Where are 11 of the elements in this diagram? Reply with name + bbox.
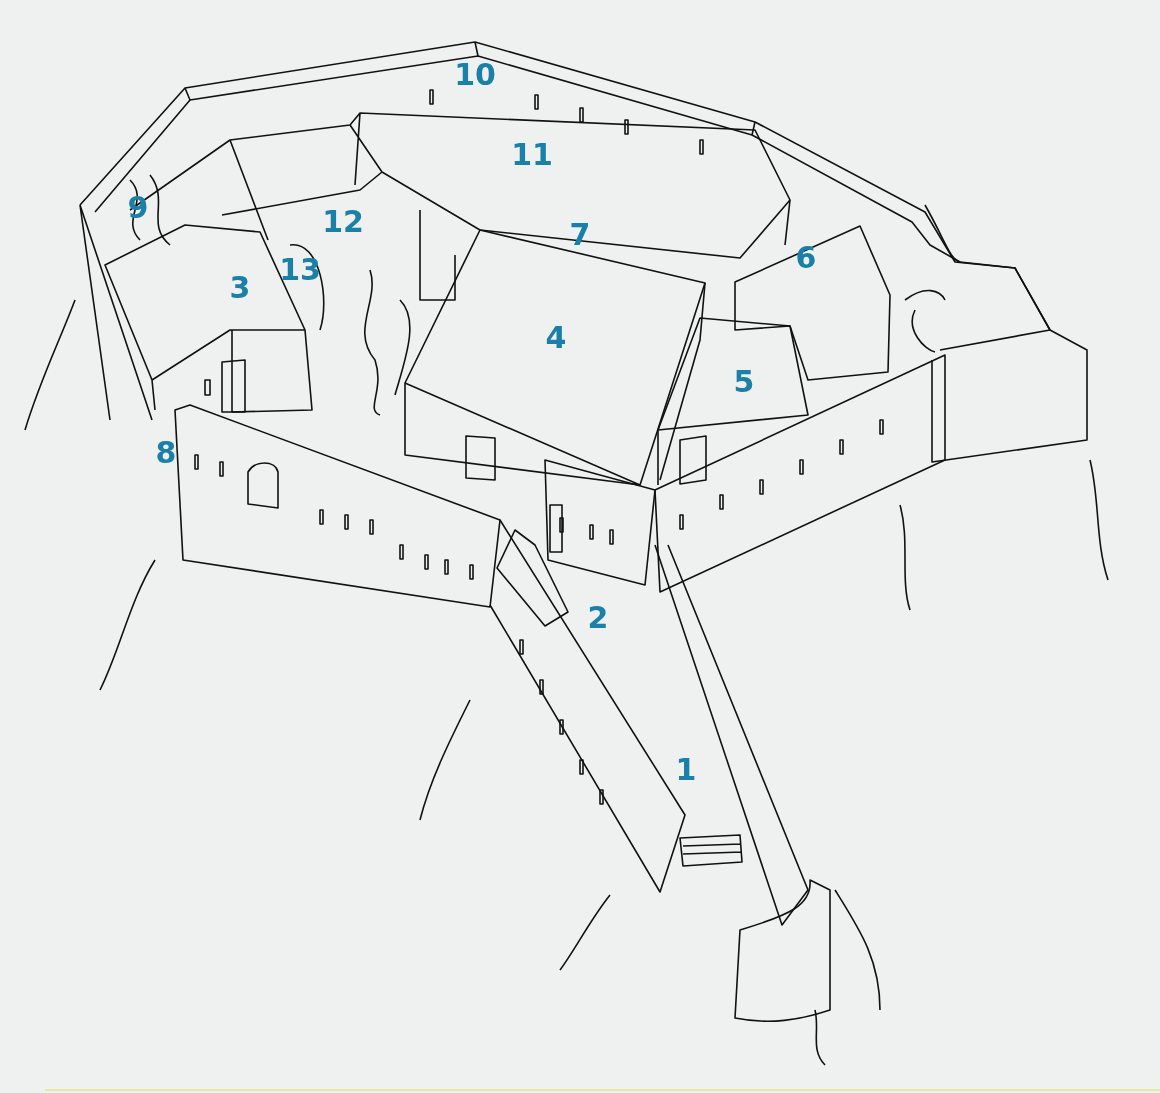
callout-number: 8 — [155, 437, 177, 469]
callout-number: 3 — [229, 272, 251, 304]
callout-number: 10 — [454, 59, 496, 91]
callout-number: 13 — [279, 254, 321, 286]
callout-number: 5 — [733, 366, 755, 398]
callout-number: 6 — [795, 242, 817, 274]
callout-number: 12 — [322, 206, 364, 238]
callout-number: 1 — [675, 754, 697, 786]
callout-number: 11 — [511, 139, 553, 171]
callout-number: 2 — [587, 602, 609, 634]
callout-number: 4 — [545, 322, 567, 354]
